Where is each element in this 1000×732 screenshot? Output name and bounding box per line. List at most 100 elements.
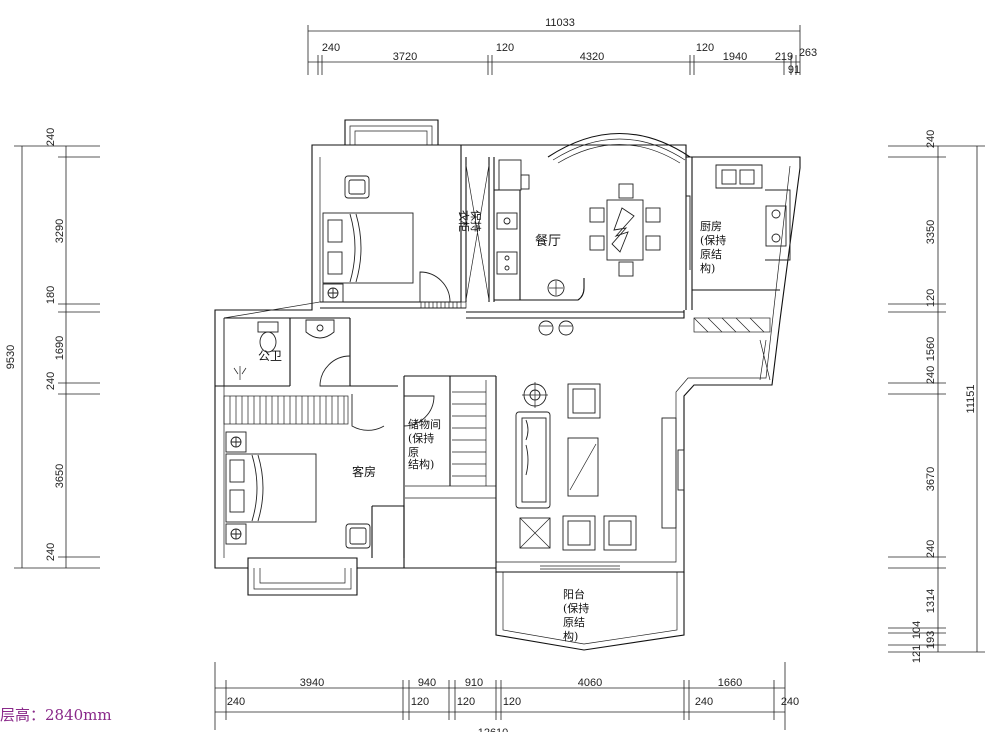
dim-left-total: 9530 — [5, 345, 17, 369]
door-kitchen — [686, 195, 691, 270]
dim-bottom-seg: 3940 — [300, 677, 324, 689]
dim-bottom-seg: 120 — [411, 696, 429, 708]
radiator-hatch-top — [420, 301, 467, 309]
balcony-outline — [495, 572, 685, 651]
armchair-living — [562, 383, 637, 551]
tv-cabinet — [661, 417, 685, 529]
radiator-hatch-left — [223, 395, 349, 425]
dining-table — [589, 183, 661, 277]
side-table — [519, 517, 551, 549]
bar-stools — [538, 279, 574, 336]
dim-right-seg: 3670 — [925, 467, 937, 491]
dimensions-right: 11151 240 3350 120 1560 240 3670 240 131… — [888, 130, 985, 663]
room-label-balcony: 原结 — [563, 616, 585, 629]
coffee-table — [567, 437, 599, 497]
room-label-balcony: 阳台 — [563, 587, 585, 601]
dim-right-seg: 193 — [925, 631, 937, 649]
dim-right-seg: 1560 — [925, 337, 937, 361]
dim-top-seg: 263 — [799, 47, 817, 59]
living-lamp-icon — [522, 382, 548, 408]
wardrobe-upper — [465, 164, 490, 301]
dim-right-seg: 240 — [925, 366, 937, 384]
armchair-upper — [344, 175, 370, 199]
cabinet-label: 保持 — [469, 210, 483, 232]
room-label-balcony: 构) — [563, 629, 578, 643]
nightstand-lamp-icon — [225, 431, 247, 545]
toilet-icon — [257, 321, 279, 353]
bay-window-top-left — [344, 119, 439, 145]
wash-basin-icon — [305, 319, 335, 339]
dim-bottom-seg: 240 — [695, 696, 713, 708]
dim-top-total: 11033 — [545, 17, 575, 29]
kitchen-balcony-hatch — [693, 317, 771, 381]
dim-right-seg: 1314 — [925, 589, 937, 613]
door-bath — [319, 355, 351, 387]
dim-left-seg: 240 — [45, 128, 57, 146]
dim-top-seg: 120 — [496, 42, 514, 54]
dim-left-seg: 240 — [45, 372, 57, 390]
dimensions-bottom: 3940 940 910 4060 1660 240 120 120 120 2… — [214, 662, 799, 732]
dim-right-seg: 240 — [925, 130, 937, 148]
room-label-storage: 结构) — [408, 457, 434, 471]
cabinet-label: 衣柜 — [457, 210, 471, 232]
dim-bottom-seg: 240 — [781, 696, 799, 708]
walls — [214, 144, 801, 573]
sofa — [515, 411, 551, 509]
dim-left-seg: 180 — [45, 286, 57, 304]
room-label-public-bath: 公卫 — [258, 349, 282, 363]
room-label-storage: 储物间 — [408, 417, 441, 431]
bed-upper — [322, 212, 414, 284]
bed-guest — [225, 453, 317, 523]
shower-icon — [223, 318, 247, 386]
room-label-storage: 原 — [408, 446, 419, 459]
stairs — [452, 380, 487, 486]
room-label-kitchen: (保持 — [700, 233, 726, 247]
dim-left-seg: 240 — [45, 543, 57, 561]
dim-bottom-seg: 940 — [418, 677, 436, 689]
bay-window-bottom-left — [247, 568, 358, 596]
dim-bottom-seg: 120 — [503, 696, 521, 708]
dim-top-seg: 3720 — [393, 51, 417, 63]
dim-bottom-seg: 240 — [227, 696, 245, 708]
room-label-kitchen: 原结 — [700, 248, 722, 261]
room-label-guest: 客房 — [352, 464, 376, 479]
dim-top-seg: 91 — [788, 64, 800, 76]
dim-top-seg: 120 — [696, 42, 714, 54]
dimensions-top: 11033 240 3720 120 4320 120 1940 219 263… — [307, 17, 817, 76]
door-guest — [351, 394, 385, 431]
dim-right-seg: 3350 — [925, 220, 937, 244]
dim-top-seg: 240 — [322, 42, 340, 54]
room-label-balcony: (保持 — [563, 601, 589, 615]
room-label-kitchen: 厨房 — [700, 220, 722, 233]
dim-right-seg: 104 — [911, 621, 923, 639]
dim-bottom-seg: 120 — [457, 696, 475, 708]
dim-left-seg: 3290 — [54, 219, 66, 243]
dim-bottom-seg: 1660 — [718, 677, 742, 689]
dim-right-seg: 120 — [925, 289, 937, 307]
door-storage — [403, 395, 435, 427]
bay-window-top-arc — [547, 133, 691, 164]
kitchen-counter — [715, 164, 791, 261]
sliding-door-balcony — [540, 565, 620, 570]
dim-bottom-total: 12610 — [478, 727, 509, 732]
dim-left-seg: 1690 — [54, 336, 66, 360]
dim-right-total: 11151 — [965, 385, 977, 414]
room-label-kitchen: 构) — [700, 261, 715, 275]
door-upper-bedroom — [419, 271, 451, 303]
dim-top-seg: 4320 — [580, 51, 604, 63]
dim-top-seg: 219 — [775, 51, 793, 63]
floor-height-note: 层高：2840mm — [0, 706, 112, 724]
room-label-storage: (保持 — [408, 431, 434, 445]
dimensions-left: 9530 240 3290 180 1690 240 3650 240 — [5, 128, 100, 569]
dim-right-seg: 121 — [911, 645, 923, 663]
dim-bottom-seg: 4060 — [578, 677, 602, 689]
dim-right-seg: 240 — [925, 540, 937, 558]
dim-bottom-seg: 910 — [465, 677, 483, 689]
dim-left-seg: 3650 — [54, 464, 66, 488]
nightstand-lamp-icon — [322, 283, 344, 303]
room-label-dining: 餐厅 — [535, 233, 561, 249]
dining-cabinet-counter — [494, 159, 585, 301]
dim-top-seg: 1940 — [723, 51, 747, 63]
armchair-guest — [345, 523, 371, 549]
